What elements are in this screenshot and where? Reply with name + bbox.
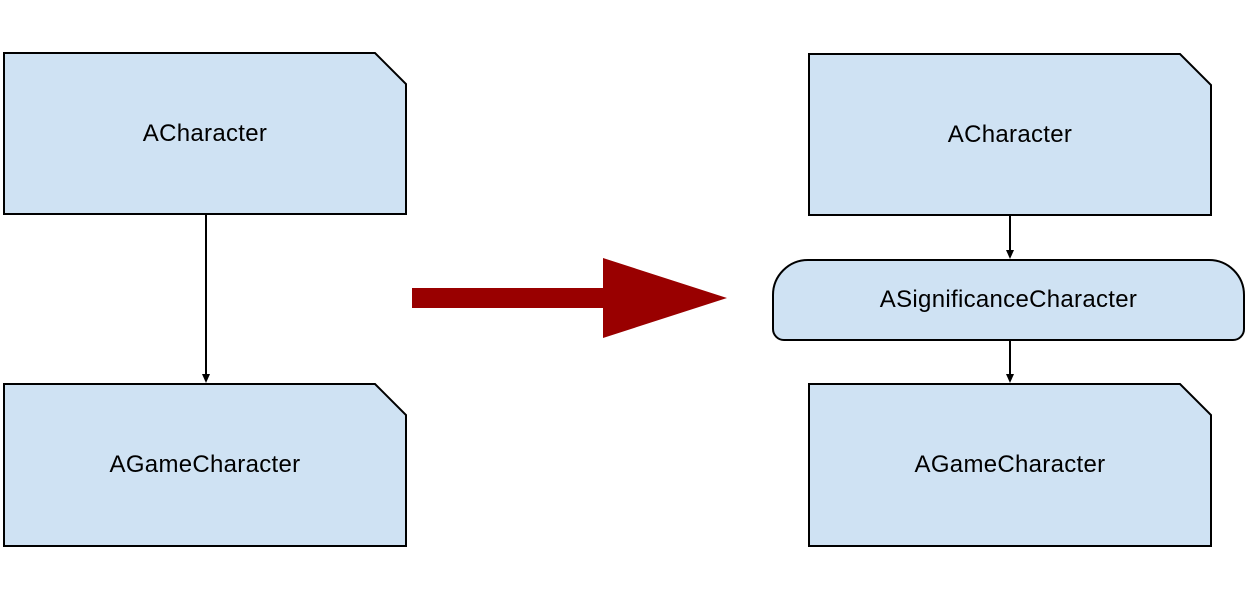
node-agamecharacter-before: AGameCharacter [3, 383, 407, 547]
connector-after-2 [1009, 341, 1011, 375]
note-shape [808, 383, 1212, 547]
connector-arrowhead-icon [1005, 374, 1014, 383]
transform-right-arrow-icon [412, 258, 727, 338]
note-shape [808, 53, 1212, 216]
node-asignificancecharacter: ASignificanceCharacter [772, 259, 1245, 341]
node-label: ACharacter [947, 120, 1073, 148]
connector-before [205, 215, 207, 375]
connector-arrowhead-icon [201, 374, 210, 383]
node-label: AGameCharacter [914, 451, 1106, 478]
node-label: ASignificanceCharacter [879, 286, 1138, 313]
connector-after-1 [1009, 216, 1011, 251]
note-shape [3, 383, 407, 547]
node-agamecharacter-after: AGameCharacter [808, 383, 1212, 547]
node-label: AGameCharacter [109, 451, 301, 478]
node-label: ACharacter [142, 119, 268, 147]
note-shape [3, 52, 407, 215]
node-acharacter-before: ACharacter [3, 52, 407, 215]
node-acharacter-after: ACharacter [808, 53, 1212, 216]
connector-arrowhead-icon [1005, 250, 1014, 259]
